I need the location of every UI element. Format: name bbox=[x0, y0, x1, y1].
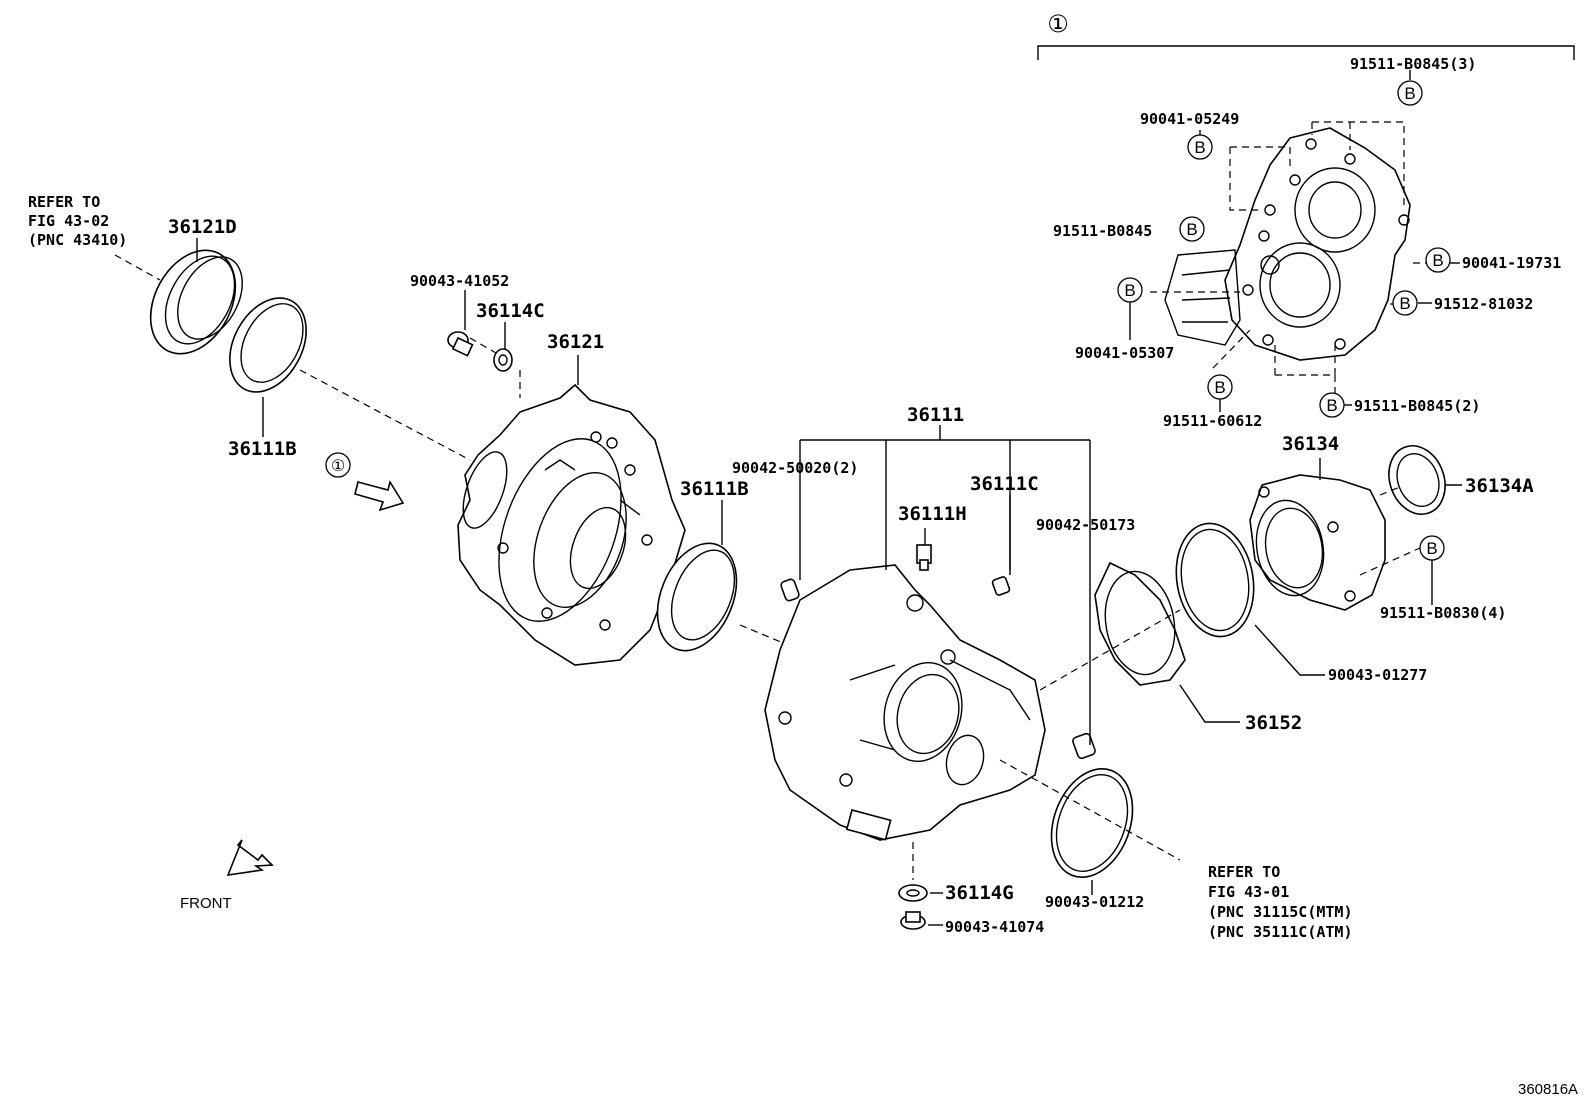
ref-bottom-right: REFER TO FIG 43-01 (PNC 31115C(MTM) (PNC… bbox=[1208, 863, 1353, 941]
label-91511-B0845-3: 91511-B0845(3) bbox=[1350, 55, 1476, 73]
label-36111: 36111 bbox=[907, 404, 964, 426]
bolt-marker-b9: B bbox=[1419, 535, 1445, 561]
bolt-marker-b6: B bbox=[1117, 277, 1143, 303]
svg-text:FIG 43-02: FIG 43-02 bbox=[28, 212, 109, 230]
svg-text:REFER TO: REFER TO bbox=[28, 193, 100, 211]
cover-assembly bbox=[1164, 127, 1411, 361]
label-90043-41074: 90043-41074 bbox=[945, 918, 1044, 936]
assembly-direction-arrow: ① bbox=[325, 452, 405, 512]
label-36121: 36121 bbox=[547, 331, 604, 353]
ref-top-left: REFER TO FIG 43-02 (PNC 43410) bbox=[28, 193, 127, 249]
o-ring-90043-01212 bbox=[1050, 767, 1134, 879]
label-91511-B0845: 91511-B0845 bbox=[1053, 222, 1152, 240]
label-90043-41052: 90043-41052 bbox=[410, 272, 509, 290]
gasket-36114C bbox=[493, 348, 513, 372]
gasket-36152 bbox=[1094, 561, 1186, 686]
bolt-marker-b1: B bbox=[1397, 80, 1423, 106]
case-36111 bbox=[764, 564, 1046, 841]
bolt-marker-b5: B bbox=[1392, 290, 1418, 316]
svg-text:FIG 43-01: FIG 43-01 bbox=[1208, 883, 1289, 901]
label-90042-50173: 90042-50173 bbox=[1036, 516, 1135, 534]
svg-text:B: B bbox=[1432, 251, 1443, 270]
label-36152: 36152 bbox=[1245, 712, 1302, 734]
label-90043-01212: 90043-01212 bbox=[1045, 893, 1144, 911]
label-36114C: 36114C bbox=[476, 300, 545, 322]
label-leaders bbox=[196, 70, 1462, 926]
svg-text:(PNC 35111C(ATM): (PNC 35111C(ATM) bbox=[1208, 923, 1353, 941]
bolt-marker-b2: B bbox=[1187, 134, 1213, 160]
seal-36134A bbox=[1388, 445, 1446, 515]
svg-text:B: B bbox=[1326, 396, 1337, 415]
front-label: FRONT bbox=[180, 895, 232, 912]
label-91511-B0845-2: 91511-B0845(2) bbox=[1354, 397, 1480, 415]
sensor-36111H bbox=[916, 544, 932, 571]
svg-text:B: B bbox=[1214, 378, 1225, 397]
label-36111B-mid: 36111B bbox=[680, 478, 749, 500]
plug-90043-41074 bbox=[900, 911, 926, 930]
figure-id: 360816A bbox=[1518, 1081, 1578, 1098]
label-90042-50020: 90042-50020(2) bbox=[732, 459, 858, 477]
label-91511-B0830: 91511-B0830(4) bbox=[1380, 604, 1506, 622]
label-36134: 36134 bbox=[1282, 433, 1339, 455]
bolt-markers: B B B B B B B B B bbox=[1117, 80, 1451, 561]
plug-90043-41052 bbox=[447, 331, 474, 357]
bolt-marker-b8: B bbox=[1319, 392, 1345, 418]
svg-text:B: B bbox=[1404, 84, 1415, 103]
label-90041-05307: 90041-05307 bbox=[1075, 344, 1174, 362]
svg-text:REFER TO: REFER TO bbox=[1208, 863, 1280, 881]
svg-text:B: B bbox=[1194, 138, 1205, 157]
dowel-pin-left bbox=[780, 578, 800, 602]
gasket-36114G bbox=[898, 884, 928, 902]
svg-text:B: B bbox=[1399, 294, 1410, 313]
label-91512-81032: 91512-81032 bbox=[1434, 295, 1533, 313]
bolt-marker-b3: B bbox=[1179, 216, 1205, 242]
label-90041-05249: 90041-05249 bbox=[1140, 110, 1239, 128]
seal-36111B-left bbox=[229, 297, 307, 393]
label-90043-01277: 90043-01277 bbox=[1328, 666, 1427, 684]
svg-text:B: B bbox=[1124, 281, 1135, 300]
label-36111C: 36111C bbox=[970, 473, 1039, 495]
svg-text:(PNC 43410): (PNC 43410) bbox=[28, 231, 127, 249]
front-arrow: FRONT bbox=[180, 839, 274, 912]
bolt-marker-b7: B bbox=[1207, 374, 1233, 400]
bolt-marker-b4: B bbox=[1425, 247, 1451, 273]
label-90041-19731: 90041-19731 bbox=[1462, 254, 1561, 272]
svg-text:(PNC 31115C(MTM): (PNC 31115C(MTM) bbox=[1208, 903, 1353, 921]
plug-36111C bbox=[991, 576, 1011, 596]
cover-bolt-leaders bbox=[1150, 121, 1430, 400]
seal-36121D bbox=[149, 249, 243, 355]
extension-housing-36134 bbox=[1249, 474, 1386, 611]
assembly-callout-arrow: ① bbox=[331, 458, 345, 475]
label-36111B-left: 36111B bbox=[228, 438, 297, 460]
assembly-bracket: ① bbox=[1037, 11, 1575, 60]
label-36114G: 36114G bbox=[945, 882, 1014, 904]
label-36121D: 36121D bbox=[168, 216, 237, 238]
label-91511-60612: 91511-60612 bbox=[1163, 412, 1262, 430]
seal-36111B-mid bbox=[656, 542, 738, 652]
housing-36121 bbox=[457, 383, 686, 666]
label-36111H: 36111H bbox=[898, 503, 967, 525]
o-ring-90043-01277 bbox=[1175, 522, 1255, 638]
svg-text:B: B bbox=[1186, 220, 1197, 239]
dowel-pin-right bbox=[1072, 732, 1096, 760]
assembly-callout-top: ① bbox=[1047, 11, 1069, 38]
label-36134A: 36134A bbox=[1465, 475, 1534, 497]
svg-text:B: B bbox=[1426, 539, 1437, 558]
